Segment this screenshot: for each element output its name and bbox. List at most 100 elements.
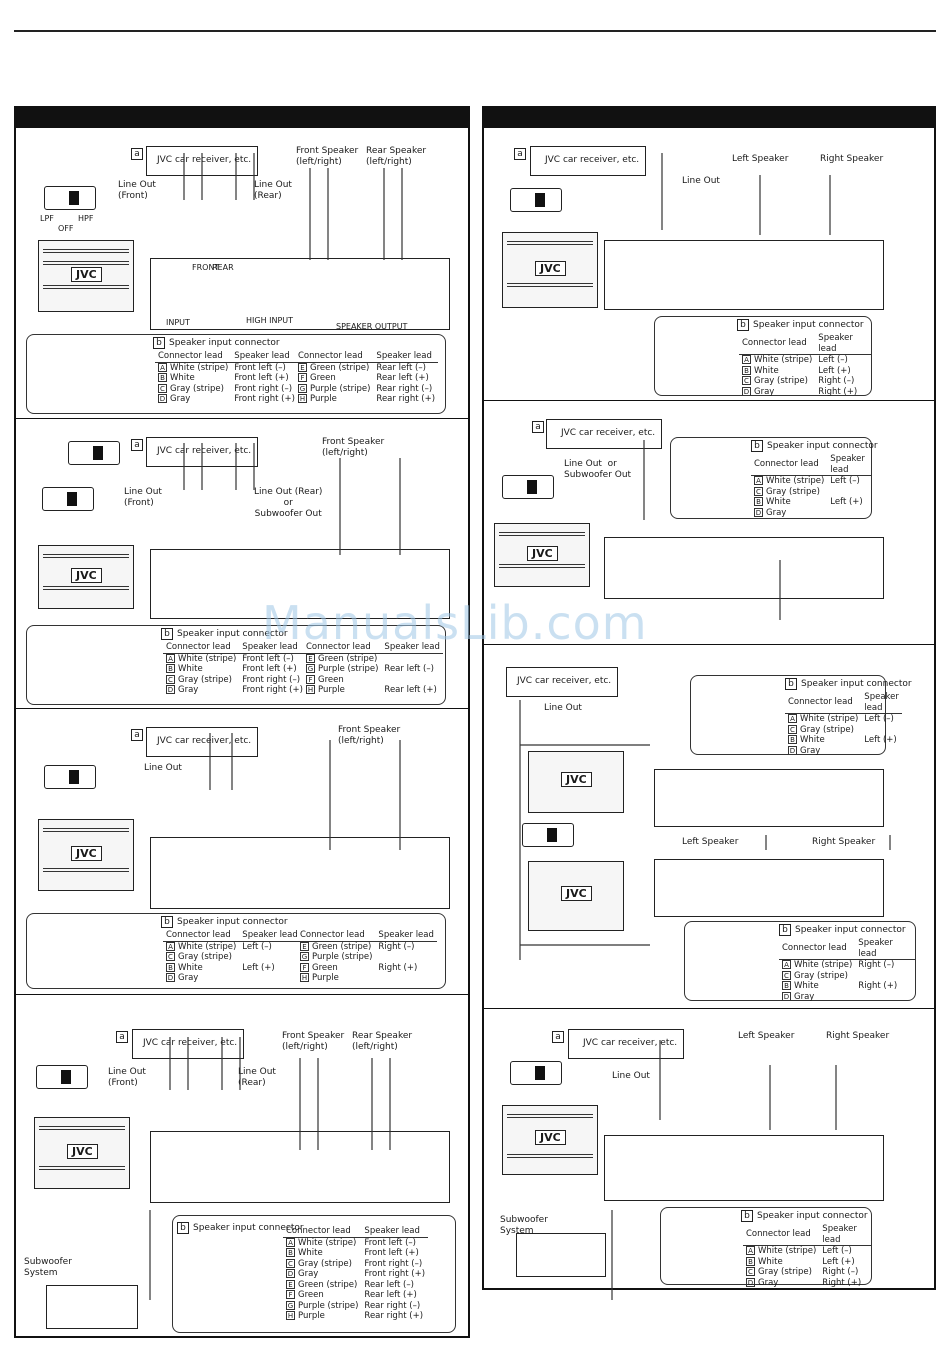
line-out-rear-label: Line Out (Rear) bbox=[254, 180, 292, 201]
left-speaker-label: Left Speaker bbox=[738, 1031, 795, 1041]
jvc-logo: JVC bbox=[535, 1130, 566, 1145]
right-speaker-label: Right Speaker bbox=[812, 837, 876, 847]
callout-b: b bbox=[785, 678, 797, 690]
crossover-switch[interactable] bbox=[522, 823, 574, 847]
connector-table-right-amp: b Speaker input connector Connector lead… bbox=[684, 921, 916, 1002]
callout-b: b bbox=[161, 628, 173, 640]
crossover-switch[interactable] bbox=[36, 1065, 88, 1089]
amplifier-body-right: JVC bbox=[528, 861, 624, 931]
crossover-switch[interactable] bbox=[68, 441, 120, 465]
subwoofer-label: Subwoofer System bbox=[24, 1257, 72, 1278]
amplifier-terminal-panel bbox=[150, 258, 450, 330]
crossover-switch[interactable] bbox=[44, 765, 96, 789]
connector-table-left-amp: b Speaker input connector Connector lead… bbox=[690, 675, 912, 756]
callout-a: a bbox=[552, 1031, 564, 1043]
connector-table: b Speaker input connector Connector lead… bbox=[670, 437, 878, 519]
jvc-logo: JVC bbox=[561, 772, 592, 787]
amplifier-terminal-panel bbox=[604, 1135, 884, 1201]
connector-table: b Speaker input connector Connector lead… bbox=[26, 913, 446, 989]
panel-stereo-sub: a JVC car receiver, etc. Line Out Left S… bbox=[484, 1008, 934, 1292]
crossover-switch[interactable] bbox=[502, 475, 554, 499]
callout-a: a bbox=[116, 1031, 128, 1043]
callout-a: a bbox=[131, 439, 143, 451]
amplifier-body: JVC bbox=[38, 819, 134, 891]
watermark: ManualsLib.com bbox=[262, 596, 648, 650]
receiver-label: JVC car receiver, etc. bbox=[583, 1038, 678, 1048]
amplifier-terminal-panel-right bbox=[654, 859, 884, 917]
callout-a: a bbox=[131, 148, 143, 160]
receiver-box: JVC car receiver, etc. bbox=[146, 727, 258, 757]
callout-b: b bbox=[177, 1222, 189, 1234]
line-out-label: Line Out bbox=[144, 763, 182, 773]
callout-b: b bbox=[751, 440, 763, 452]
receiver-box: JVC car receiver, etc. bbox=[568, 1029, 684, 1059]
line-out-front-label: Line Out (Front) bbox=[124, 487, 162, 508]
jvc-logo: JVC bbox=[527, 546, 558, 561]
line-out-rear-label: Line Out (Rear) bbox=[238, 1067, 276, 1088]
right-column-header-bar bbox=[484, 108, 934, 128]
lpf-label: LPF bbox=[40, 214, 54, 223]
connector-table: b Speaker input connector Connector lead… bbox=[172, 1215, 456, 1333]
crossover-switch-2[interactable] bbox=[42, 487, 94, 511]
jvc-logo: JVC bbox=[67, 1144, 98, 1159]
table-title: Speaker input connector bbox=[795, 925, 906, 935]
receiver-label: JVC car receiver, etc. bbox=[157, 446, 252, 456]
crossover-switch[interactable] bbox=[44, 186, 96, 210]
table-title: Speaker input connector bbox=[177, 917, 288, 927]
line-out-sub-label: Line Out or Subwoofer Out bbox=[564, 459, 632, 480]
amplifier-body: JVC bbox=[502, 232, 598, 308]
callout-b: b bbox=[737, 319, 749, 331]
subwoofer-box bbox=[46, 1285, 138, 1329]
front-speaker-label: Front Speaker (left/right) bbox=[338, 725, 401, 746]
callout-b: b bbox=[161, 916, 173, 928]
crossover-switch[interactable] bbox=[510, 1061, 562, 1085]
line-out-label: Line Out bbox=[544, 703, 582, 713]
panel-3ch: a JVC car receiver, etc. Line Out (Front… bbox=[16, 418, 468, 708]
hpf-label: HPF bbox=[78, 214, 94, 223]
line-out-front-label: Line Out (Front) bbox=[108, 1067, 146, 1088]
subwoofer-box bbox=[516, 1233, 606, 1277]
callout-a: a bbox=[131, 729, 143, 741]
callout-a: a bbox=[532, 421, 544, 433]
crossover-switch[interactable] bbox=[510, 188, 562, 212]
amplifier-body: JVC bbox=[38, 240, 134, 312]
front-input-label: FRONT bbox=[192, 263, 220, 272]
jvc-logo: JVC bbox=[71, 568, 102, 583]
jvc-logo: JVC bbox=[71, 846, 102, 861]
amplifier-body-left: JVC bbox=[528, 751, 624, 813]
subwoofer-label: Subwoofer System bbox=[500, 1215, 548, 1236]
input-label: INPUT bbox=[166, 318, 190, 327]
